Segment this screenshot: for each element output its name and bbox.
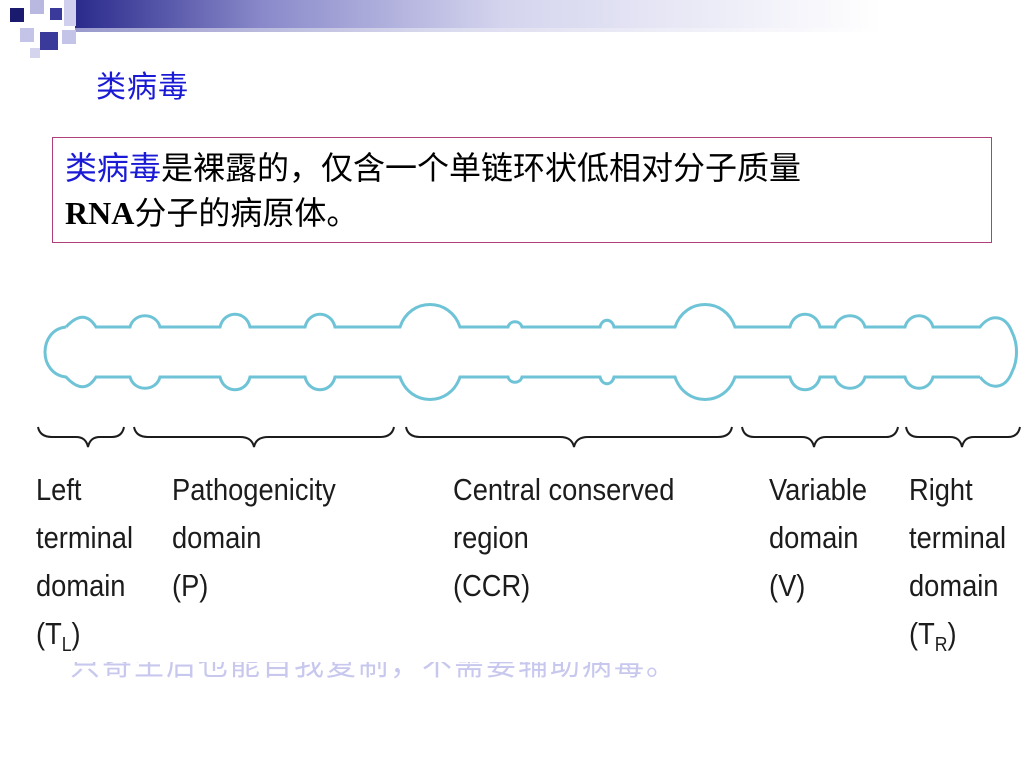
domain-label-left-terminal: Left terminal domain (TL): [36, 472, 134, 657]
definition-box: 类病毒是裸露的，仅含一个单链环状低相对分子质量 RNA分子的病原体。: [52, 137, 992, 243]
brace-ccr: [405, 426, 733, 448]
domain-label-ccr: Central conserved region (CCR): [453, 472, 675, 603]
domain-braces: [37, 426, 1021, 448]
header-band: [75, 0, 1024, 28]
slide-title: 类病毒: [96, 70, 189, 105]
rna-rod-bottom: [43, 325, 980, 401]
header-band-line: [75, 28, 1024, 32]
definition-text-line1: 是裸露的，仅含一个单链环状低相对分子质量: [161, 149, 802, 187]
domain-label-variable: Variable domain (V): [769, 472, 868, 603]
brace-left-terminal: [37, 426, 125, 448]
domain-label-right-terminal: Right terminal domain (TR): [909, 472, 1007, 657]
brace-pathogenicity: [133, 426, 395, 448]
domain-label-pathogenicity: Pathogenicity domain (P): [172, 472, 336, 603]
definition-rna: RNA: [65, 195, 135, 231]
brace-variable: [741, 426, 899, 448]
rna-rod-top: [64, 303, 1018, 388]
viroid-structure-figure: Left terminal domain (TL) Pathogenicity …: [30, 292, 1024, 662]
brace-right-terminal: [905, 426, 1021, 448]
definition-text-line2: 分子的病原体。: [134, 194, 359, 232]
definition-term: 类病毒: [65, 149, 162, 187]
viroid-rna-diagram: [37, 303, 1021, 448]
